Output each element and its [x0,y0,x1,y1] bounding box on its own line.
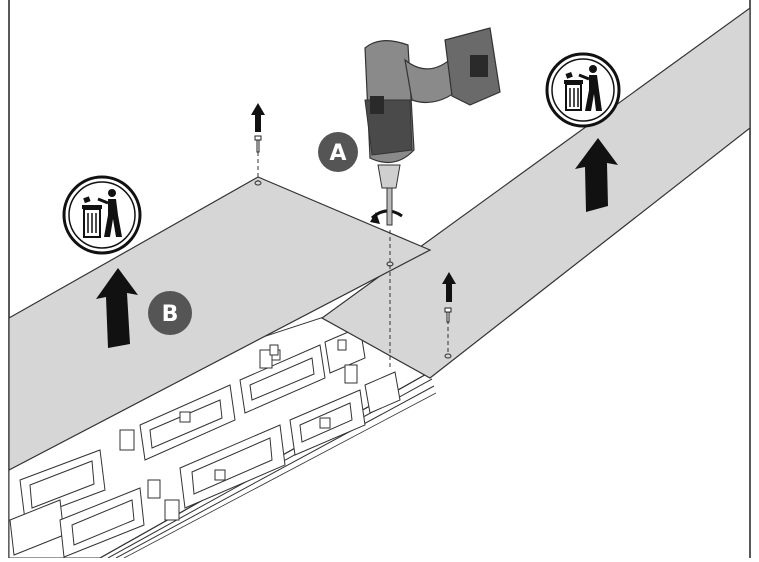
step-badge-a-label: A [329,141,346,166]
cordless-drill-icon [365,28,500,225]
up-arrow-icon [251,103,265,132]
trash-disposal-icon [64,177,140,253]
step-badge-b-label: B [162,302,179,327]
trash-disposal-icon [547,54,619,126]
step-badge-a: A [318,132,358,172]
step-badge-b: B [148,291,192,335]
screw-icon [255,136,261,152]
